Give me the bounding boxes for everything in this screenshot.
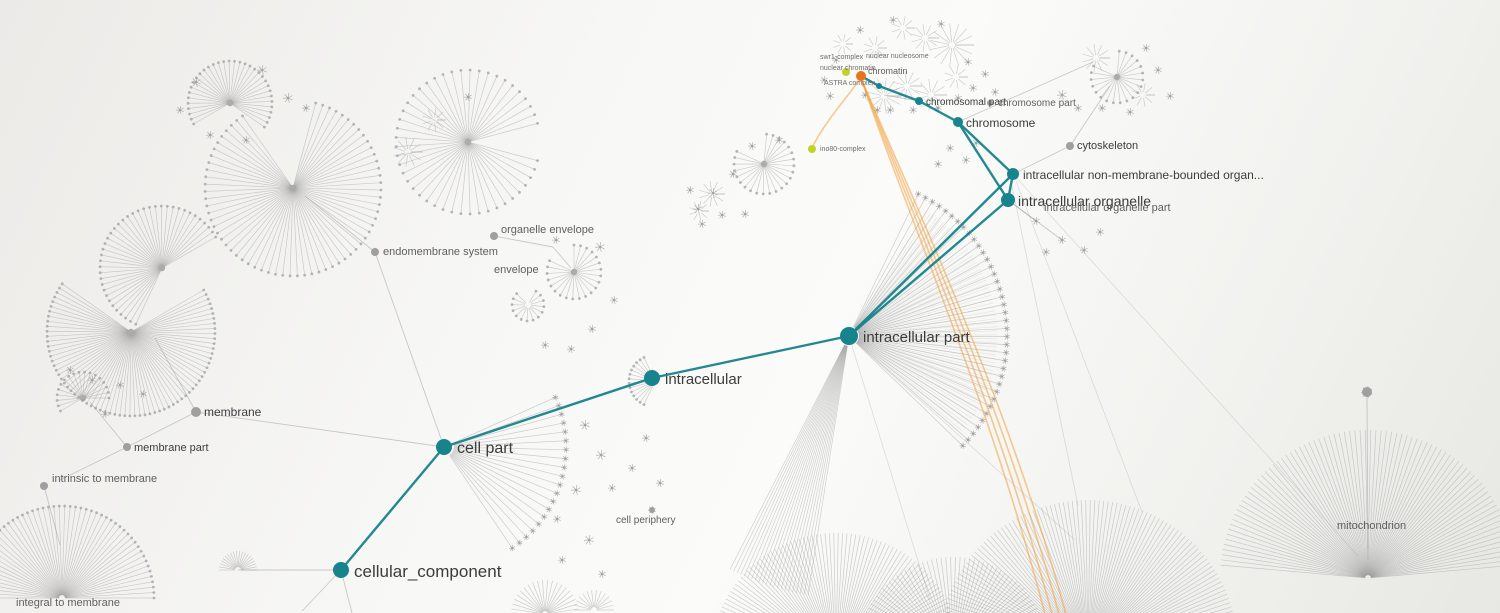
node-chrom_hub[interactable] [876,83,882,89]
node-membrane[interactable] [191,407,201,417]
cluster-core-node[interactable] [79,394,87,402]
node-label-cell_part: cell part [457,440,514,457]
node-label-non_membrane_organelle: intracellular non-membrane-bounded organ… [1023,168,1264,182]
term-label: nuclear chromatin [820,65,876,72]
node-label-membrane: membrane [204,405,262,419]
term-label: nuclear nucleosome [866,53,929,60]
term-label: integral to membrane [16,597,120,609]
node-endomembrane_system[interactable] [371,248,379,256]
node-cellular_component[interactable] [333,562,349,578]
cluster-core-node[interactable] [1113,73,1121,81]
cluster-fans [0,16,1500,613]
cluster-core-node[interactable] [226,99,234,107]
cluster-core-node[interactable] [570,268,578,276]
node-organelle_envelope[interactable] [490,232,498,240]
node-cell_periphery_node[interactable] [649,507,655,513]
node-label-cytoskeleton: cytoskeleton [1077,140,1138,152]
node-intracellular[interactable] [644,370,660,386]
cluster-core-node[interactable] [158,264,166,272]
node-intrinsic_to_membrane[interactable] [40,482,48,490]
node-membrane_part[interactable] [123,443,131,451]
term-label: organelle envelope [501,224,594,236]
term-label: endomembrane system [383,246,498,258]
node-label-intracellular: intracellular [665,371,742,388]
cluster-core-node[interactable] [289,184,297,192]
node-ino80_node[interactable] [808,145,816,153]
term-label: chromosome part [998,98,1076,109]
cluster-core-node[interactable] [760,160,768,168]
term-label: envelope [494,264,539,276]
node-non_membrane_organelle[interactable] [1007,168,1019,180]
term-nodes[interactable] [40,68,1372,578]
node-label-chromosomal_part: chromosomal part [926,97,1006,108]
term-label: mitochondrion [1337,520,1406,532]
node-nucleosome_hub[interactable] [856,71,866,81]
node-chromosome[interactable] [953,117,963,127]
cluster-core-node[interactable] [464,138,472,146]
term-label: chromatin [868,66,908,76]
term-label: intrinsic to membrane [52,473,157,485]
highlight-path-teal [340,74,1015,571]
highlight-path-orange [812,77,1067,613]
term-label: cell periphery [616,515,675,526]
node-label-chromosome: chromosome [966,116,1036,130]
term-label: intracellular organelle part [1044,202,1171,214]
node-label-cellular_component: cellular_component [354,562,502,581]
node-mito_stem[interactable] [1362,387,1372,397]
term-labels: cellular_component cell part intracellular… [16,53,1406,609]
node-label-intracellular_organelle: intracellular organelle [1018,193,1151,209]
node-cell_part[interactable] [436,439,452,455]
node-intracellular_part[interactable] [840,327,858,345]
node-chromosome_part_node[interactable] [987,100,993,106]
node-cytoskeleton[interactable] [1066,142,1074,150]
node-chromosomal_part[interactable] [915,97,923,105]
term-label: swr1-complex [820,54,864,61]
node-label-intracellular_part: intracellular part [863,329,971,346]
node-swr1_node[interactable] [842,68,850,76]
mini-term-nodes[interactable] [65,16,1373,578]
node-label-membrane_part: membrane part [134,442,209,454]
term-label: ASTRA complex [824,80,875,87]
node-intracellular_organelle[interactable] [1001,193,1015,207]
term-label: ino80-complex [820,146,866,153]
cluster-core-node[interactable] [127,328,135,336]
relation-edges [43,61,1369,613]
